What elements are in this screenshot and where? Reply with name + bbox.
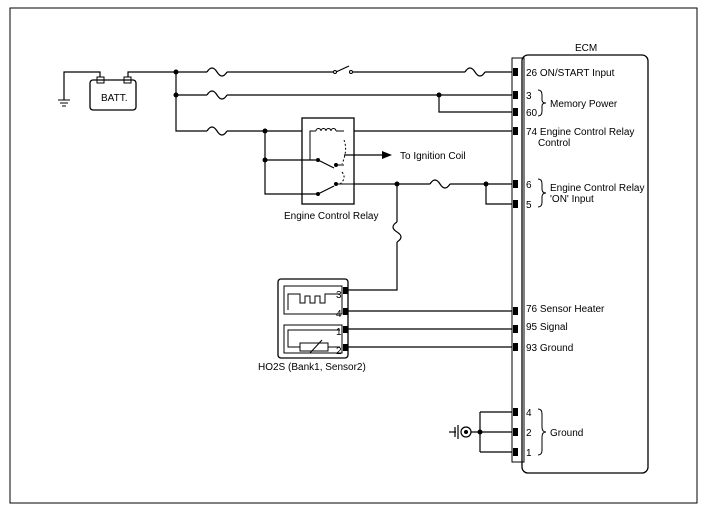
body-ground-icon [449,425,472,439]
ecm-pin-93: 93 Ground [526,343,573,354]
battery: BATT. [89,76,137,111]
fuse-icon [464,67,486,77]
engine-control-relay: Engine Control Relay [284,117,379,222]
ground-group-label: Ground [550,428,583,439]
fuse-icon [206,90,228,100]
battery-label: BATT. [101,93,127,104]
ho2s-pin-1: 1 [336,327,342,338]
ecm-pin-95: 95 Signal [526,322,568,333]
ho2s-pin-4: 4 [336,309,342,320]
fuse-icon [206,126,228,136]
fuse-icon [392,221,402,243]
ho2s-pin-3: 3 [336,290,342,301]
ecm-ground-pin-4: 4 [526,408,532,419]
ho2s-sensor: 3 4 1 2 HO2S (Bank1, Sensor2) [258,278,366,373]
ecm-pin-3: 3 [526,91,532,102]
switch-icon [333,65,353,74]
ecr-on-input-line1: Engine Control Relay [550,183,645,194]
ecm-pin-6: 6 [526,180,532,191]
ecm-pin-74-line2: Control [538,138,570,149]
ecm-pin-on-start: 26 ON/START Input [526,68,615,79]
ecm-ground-pin-2: 2 [526,428,532,439]
chassis-ground-icon [58,71,101,107]
to-ignition-coil-label: To Ignition Coil [400,151,466,162]
fuse-icon [429,179,451,189]
ecm-module: ECM [511,43,649,474]
fuse-icon [206,67,228,77]
relay-label: Engine Control Relay [284,211,379,222]
ho2s-label: HO2S (Bank1, Sensor2) [258,362,366,373]
diagram-frame [9,7,698,504]
memory-power-label: Memory Power [550,99,618,110]
ho2s-pin-2: 2 [336,346,342,357]
ecm-pin-76: 76 Sensor Heater [526,304,605,315]
ecm-title: ECM [575,43,597,54]
ecr-on-input-line2: 'ON' Input [550,194,594,205]
ecm-pin-5: 5 [526,200,532,211]
ecm-pin-74-line1: 74 Engine Control Relay [526,127,634,138]
ecm-ground-pin-1: 1 [526,448,532,459]
ecm-pin-60: 60 [526,108,538,119]
